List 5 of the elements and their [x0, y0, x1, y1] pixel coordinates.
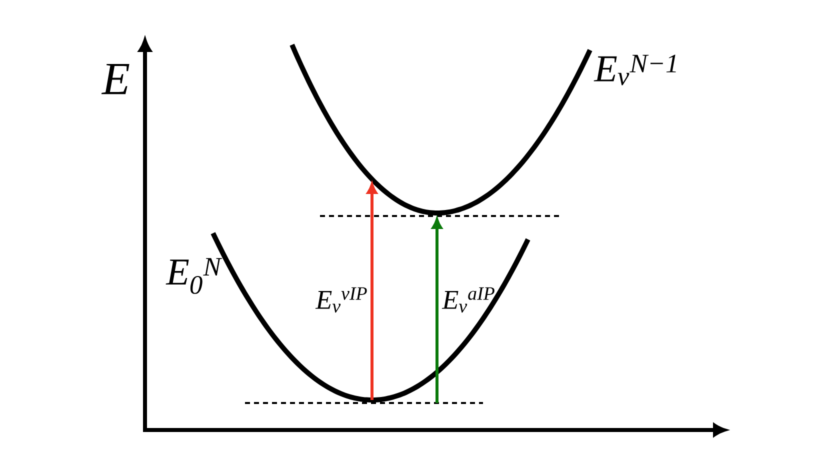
curve-label: E$_{0}$N — [166, 258, 222, 294]
arrow-label: E$_{ν}$vIP — [315, 287, 367, 313]
curve-label: E$_{ν}$$^{N−1}$ — [594, 54, 676, 86]
arrow-label: E$_{ν}$aIP — [442, 287, 494, 313]
axis-label: E — [101, 64, 130, 94]
